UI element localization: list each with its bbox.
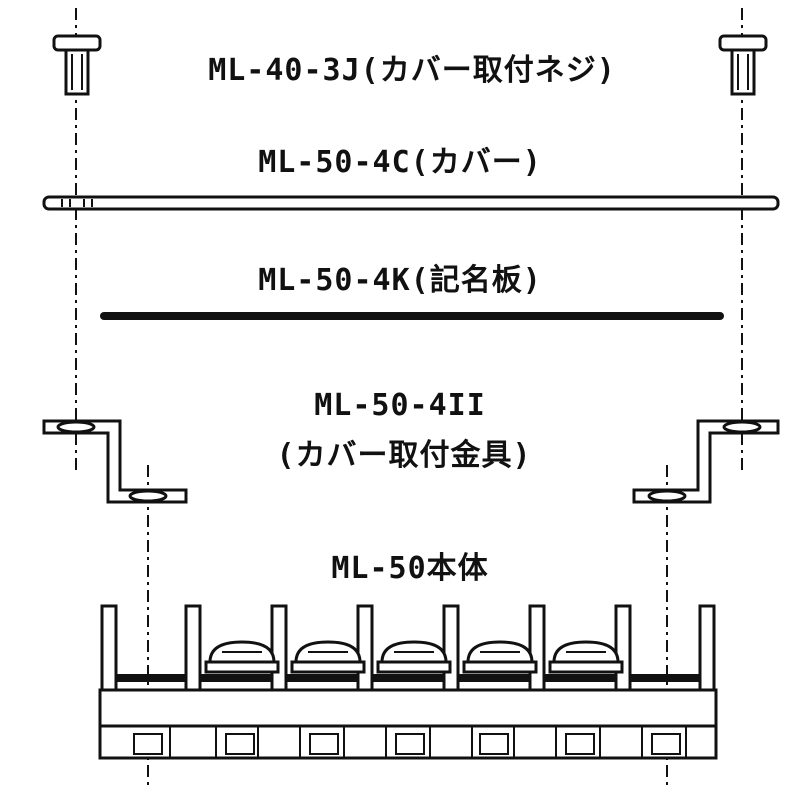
terminal-screw-5 <box>548 640 624 674</box>
cover-plate <box>42 195 780 211</box>
label-cover: ML-50-4C(カバー) <box>258 145 542 180</box>
cover-bracket-left <box>42 419 188 504</box>
cover-screw-right <box>718 34 768 96</box>
terminal-screw-2 <box>290 640 366 674</box>
label-body: ML-50本体 <box>331 551 488 586</box>
label-nameplate: ML-50-4K(記名板) <box>258 263 542 298</box>
terminal-screw-4 <box>462 640 538 674</box>
cover-screw-left <box>52 34 102 96</box>
terminal-screw-1 <box>204 640 280 674</box>
label-bracket-code: ML-50-4II <box>314 388 486 423</box>
terminal-screws <box>204 640 624 674</box>
terminal-screw-3 <box>376 640 452 674</box>
base-slots <box>133 726 687 758</box>
label-bracket-desc: (カバー取付金具) <box>276 438 531 473</box>
terminal-block-body <box>98 604 718 760</box>
cover-bracket-right <box>632 419 780 504</box>
label-screw: ML-40-3J(カバー取付ネジ) <box>208 53 616 88</box>
